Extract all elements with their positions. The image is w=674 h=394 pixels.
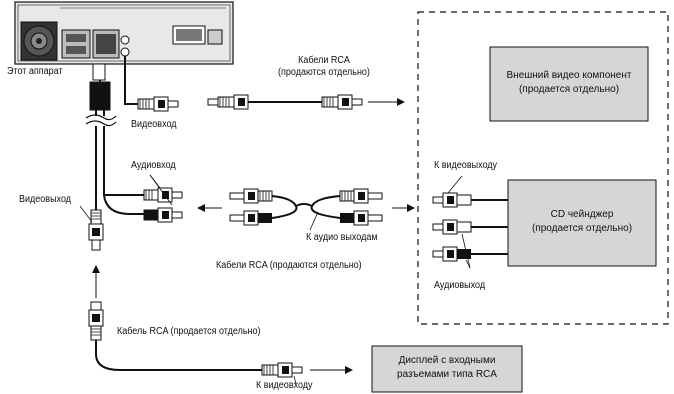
rca-cable-bottom: [88, 301, 353, 385]
external-video-box: [489, 46, 649, 122]
display-line1: Дисплей с входными: [398, 355, 496, 366]
rca-cable-bottom-label: Кабель RCA (продается отдельно): [117, 326, 261, 337]
cd-changer-label: CD чейнджер (продается отдельно): [508, 208, 656, 236]
video-output-label: Видеовыход: [19, 194, 72, 205]
unit-harness: [85, 56, 144, 215]
to-audio-outputs-label: К аудио выходам: [306, 232, 378, 243]
to-video-output-label: К видеовыходу: [434, 160, 498, 171]
head-unit: [14, 1, 234, 65]
audio-input-plugs: [104, 174, 183, 223]
external-video-line2: (продается отдельно): [518, 84, 620, 95]
cd-changer-line1: CD чейнджер: [550, 209, 614, 220]
cd-changer-plugs: [432, 175, 508, 269]
external-video-label: Внешний видео компонент (продается отдел…: [490, 69, 648, 97]
optional-components-frame: [417, 11, 669, 325]
display-box: [371, 345, 523, 393]
cd-changer-line2: (продается отдельно): [531, 223, 633, 234]
rca-cable-middle: [229, 188, 383, 231]
external-video-line1: Внешний видео компонент: [506, 70, 632, 81]
to-video-input-label: К видеовходу: [256, 380, 313, 391]
this-unit-label: Этот аппарат: [7, 66, 63, 77]
rca-cables-top-label: Кабели RCA: [298, 55, 350, 66]
audio-input-label: Аудиовход: [131, 160, 176, 171]
sold-separately-top-label: (продаются отдельно): [278, 67, 370, 78]
audio-output-label: Аудиовыход: [434, 280, 486, 291]
display-label: Дисплей с входными разъемами типа RCA: [372, 354, 522, 382]
display-line2: разъемами типа RCA: [397, 369, 497, 380]
video-input-label: Видеовход: [131, 119, 177, 130]
cd-changer-box: [507, 179, 657, 267]
rca-cable-top: [207, 94, 405, 110]
rca-cables-middle-label: Кабели RCA (продаются отдельно): [216, 260, 362, 271]
video-input-plug: [137, 96, 179, 112]
video-output-plug: [79, 205, 104, 251]
